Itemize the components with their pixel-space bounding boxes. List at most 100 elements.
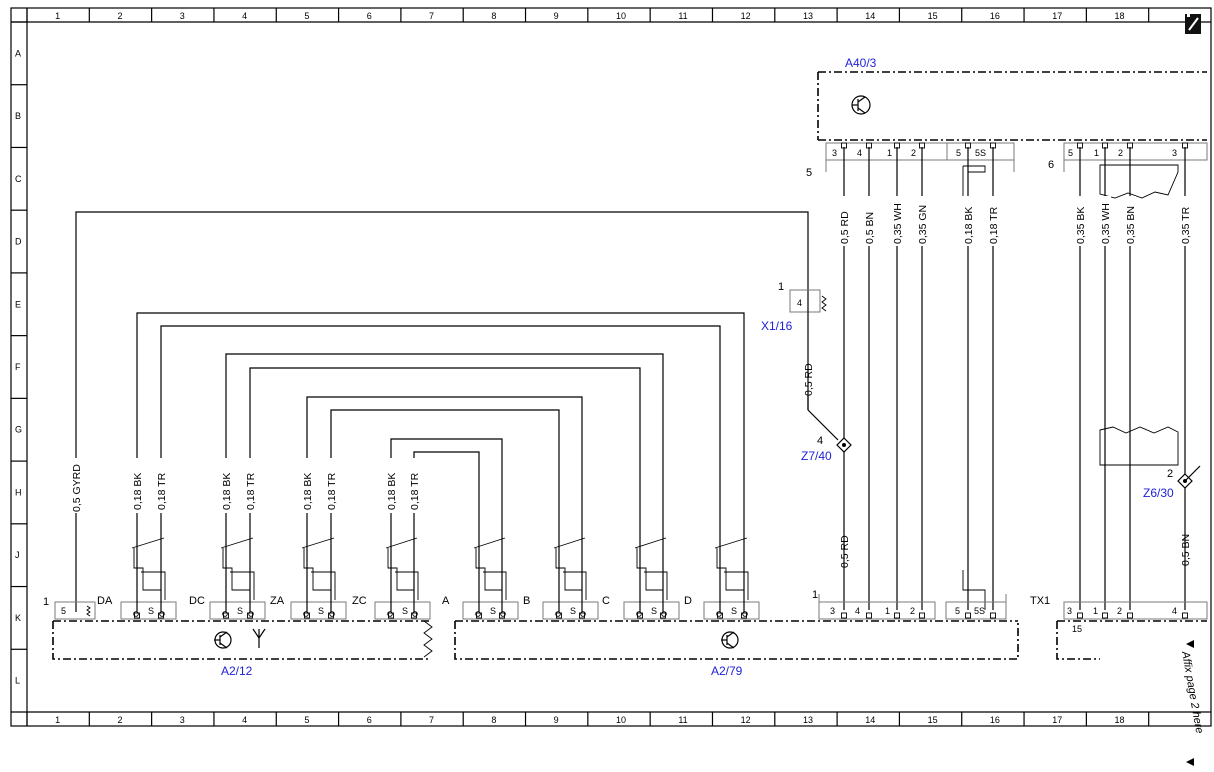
svg-text:3: 3	[1172, 148, 1177, 158]
svg-text:4: 4	[857, 148, 862, 158]
group-label: D	[684, 595, 692, 607]
group-label: DA	[97, 595, 113, 607]
tx1-label: TX1	[1030, 595, 1050, 607]
col-label: 10	[616, 11, 626, 21]
svg-text:1: 1	[1094, 148, 1099, 158]
col-label: 3	[180, 715, 185, 725]
col-label: 4	[242, 715, 247, 725]
wire-label: 0,35 TR	[1180, 206, 1192, 244]
col-label: 6	[367, 11, 372, 21]
affix-note: Affix page 2 here	[1179, 649, 1205, 734]
wire-label: 0,18 BK	[963, 207, 975, 244]
col-label: 2	[117, 715, 122, 725]
svg-text:S: S	[148, 606, 154, 616]
group-label: DC	[189, 595, 205, 607]
col-label: 18	[1115, 11, 1125, 21]
svg-text:S: S	[651, 606, 657, 616]
col-label: 17	[1052, 715, 1062, 725]
svg-text:1: 1	[887, 148, 892, 158]
svg-text:5S: 5S	[975, 148, 986, 158]
col-label: 6	[367, 715, 372, 725]
svg-text:5: 5	[61, 606, 66, 616]
row-label: C	[15, 174, 22, 184]
wire-label: 0,5 BN	[864, 212, 876, 244]
a2-12-label: A2/12	[221, 664, 253, 678]
row-label: G	[15, 425, 22, 435]
wire-label: 0,18 BK	[132, 473, 144, 510]
col-label: 9	[554, 11, 559, 21]
svg-text:S: S	[237, 606, 243, 616]
group-label: B	[523, 595, 530, 607]
splice-z7-40	[836, 437, 852, 453]
svg-text:5: 5	[1068, 148, 1073, 158]
col-label: 14	[865, 715, 875, 725]
svg-text:4: 4	[817, 435, 823, 447]
document-icon[interactable]	[1185, 14, 1201, 34]
svg-text:3: 3	[832, 148, 837, 158]
svg-text:4: 4	[1172, 606, 1177, 616]
col-label: 1	[55, 11, 60, 21]
col-label: 5	[304, 715, 309, 725]
svg-text:5: 5	[956, 148, 961, 158]
wire-label: 0,18 TR	[409, 472, 421, 510]
col-label: 15	[928, 11, 938, 21]
row-label: L	[15, 676, 20, 686]
svg-text:S: S	[570, 606, 576, 616]
row-label: A	[15, 48, 21, 58]
svg-text:1: 1	[812, 589, 818, 601]
wire-label: 0,35 WH	[892, 203, 904, 244]
wire-label: 0,35 GN	[917, 205, 929, 244]
col-label: 8	[491, 11, 496, 21]
wire-label: 0,18 TR	[156, 472, 168, 510]
wire-label: 0,5 GYRD	[71, 464, 83, 512]
z7-40-label: Z7/40	[801, 449, 832, 463]
col-label: 9	[554, 715, 559, 725]
svg-text:3: 3	[1067, 606, 1072, 616]
wire-label: 0,18 BK	[221, 473, 233, 510]
svg-text:6: 6	[1048, 159, 1054, 171]
svg-text:15: 15	[1072, 624, 1082, 634]
row-label: J	[15, 550, 20, 560]
row-label: K	[15, 613, 21, 623]
col-label: 2	[117, 11, 122, 21]
wire-label: 0,5 RD	[839, 211, 851, 244]
svg-text:5: 5	[806, 167, 812, 179]
svg-text:0,5 BN: 0,5 BN	[1180, 534, 1192, 566]
col-label: 8	[491, 715, 496, 725]
svg-text:2: 2	[1118, 148, 1123, 158]
col-label: 14	[865, 11, 875, 21]
col-label: 13	[803, 11, 813, 21]
svg-text:3: 3	[830, 606, 835, 616]
wire-label: 0,35 BN	[1125, 206, 1137, 244]
z6-30-label: Z6/30	[1143, 486, 1174, 500]
col-label: 13	[803, 715, 813, 725]
transistor-icon	[214, 631, 232, 649]
col-label: 4	[242, 11, 247, 21]
a2-79-label: A2/79	[711, 664, 743, 678]
row-label: D	[15, 237, 22, 247]
a40-3-label: A40/3	[845, 56, 877, 70]
svg-text:S: S	[490, 606, 496, 616]
wire-label: 0,18 TR	[988, 206, 1000, 244]
antenna-icon	[252, 628, 266, 648]
diagram-frame	[10, 7, 1212, 727]
splice-z6-30	[1177, 465, 1201, 489]
svg-text:S: S	[731, 606, 737, 616]
svg-text:5: 5	[955, 606, 960, 616]
row-label: B	[15, 111, 21, 121]
group-label: ZA	[270, 595, 285, 607]
transistor-icon	[851, 95, 871, 115]
column-ruler: 1122334455667788991010111112121313141415…	[26, 8, 1150, 726]
col-label: 18	[1115, 715, 1125, 725]
wire-label: 0,18 TR	[245, 472, 257, 510]
svg-text:1: 1	[778, 281, 784, 293]
wire-label: 0,18 BK	[386, 473, 398, 510]
group-label: A	[442, 595, 450, 607]
col-label: 7	[429, 715, 434, 725]
svg-text:5S: 5S	[974, 606, 985, 616]
col-label: 7	[429, 11, 434, 21]
col-label: 5	[304, 11, 309, 21]
svg-text:0,5 RD: 0,5 RD	[839, 535, 851, 568]
